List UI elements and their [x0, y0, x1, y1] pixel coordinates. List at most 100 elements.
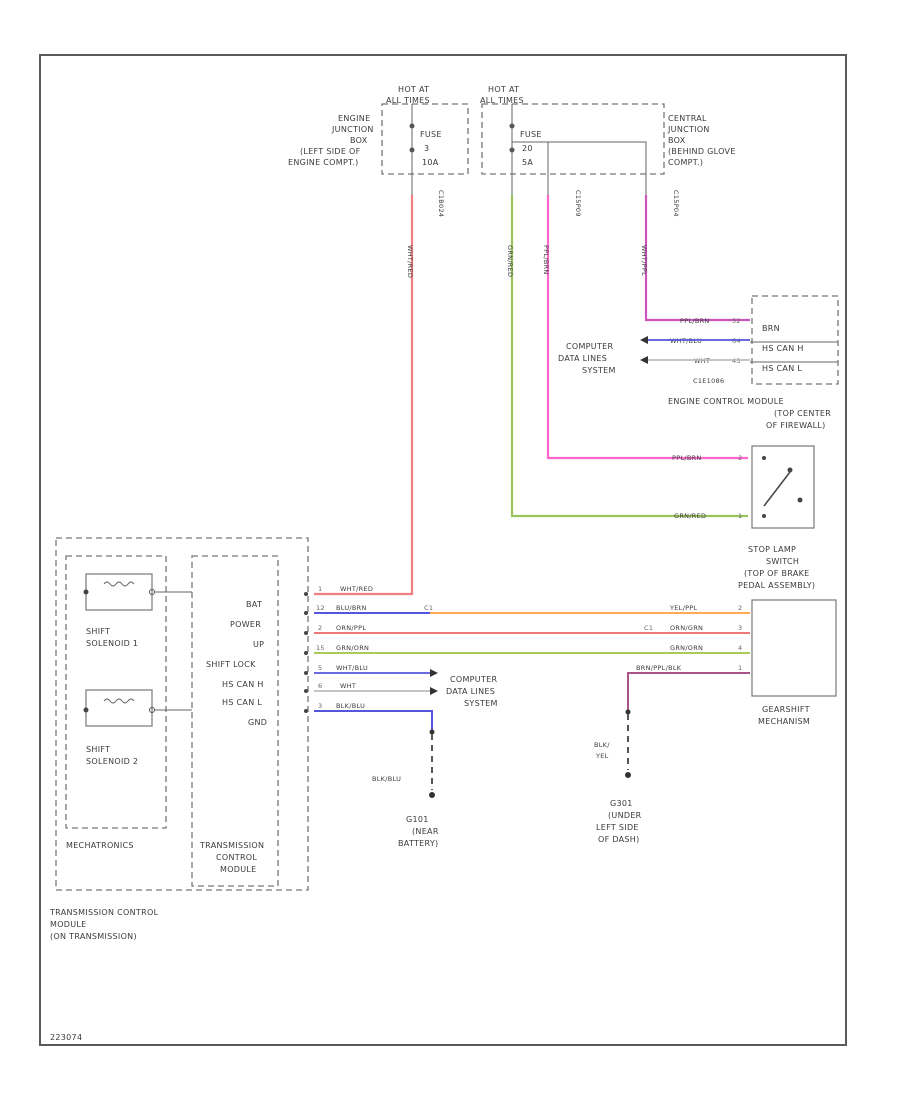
fuse-left-label: FUSE [420, 130, 442, 139]
gearshift-outline [751, 599, 837, 697]
stop-lamp-contact-4 [797, 497, 803, 503]
tcm-pin-num-4: 5 [318, 664, 322, 672]
tcm-wire-label-1: BLU/BRN [336, 604, 367, 612]
tcm-pin-up: UP [253, 640, 264, 649]
cjb-name-0: CENTRAL [668, 114, 707, 123]
wire-label-wht-red: WHT/RED [406, 245, 414, 278]
gearshift-wire-labels: YEL/PPL ORN/GRN GRN/ORN BRN/PPL/BLK 2 3 … [636, 604, 742, 672]
gearshift-wire-label-2: GRN/ORN [670, 644, 703, 652]
ejb-name-3: (LEFT SIDE OF [300, 147, 361, 156]
engine-control-module: BRN HS CAN H HS CAN L PPL/BRN WHT/BLU WH… [558, 295, 839, 430]
shift-solenoid-2-coil-icon [103, 698, 135, 704]
solenoid-2-label-1: SOLENOID 2 [86, 757, 138, 766]
ecm-pin-brn: BRN [762, 324, 780, 333]
tcm-computer-data-0: COMPUTER [450, 675, 498, 684]
tcm-terminal-0 [304, 592, 308, 596]
ecm-arrow-can-l [640, 356, 648, 364]
fuse-left-terminal-top [409, 123, 415, 129]
ground-dash-splice [625, 709, 631, 715]
gearshift-name-1: MECHANISM [758, 717, 810, 726]
tcm-wire-label-3: GRN/ORN [336, 644, 369, 652]
ground-battery: BLK/BLU G101 (NEAR BATTERY) [372, 729, 439, 848]
fuse-right-block: HOT AT ALL TIMES CENTRAL JUNCTION BOX (B… [480, 85, 736, 217]
stop-lamp-pin-1: 1 [738, 512, 742, 520]
ground-dash-wire-1: YEL [595, 752, 609, 760]
fuse-right-hot-at: HOT AT [488, 85, 519, 94]
wire-grn-red-stop-lamp [510, 195, 748, 518]
fuse-left-all-times: ALL TIMES [386, 96, 430, 105]
fuse-left-terminal-bottom [409, 147, 415, 153]
ground-dash-wire-0: BLK/ [594, 741, 610, 749]
wire-label-ppl-brn: PPL/BRN [542, 245, 550, 275]
fuse-right-connector-2: C15P04 [672, 190, 680, 217]
tcm-outer-name-2: (ON TRANSMISSION) [50, 932, 137, 941]
ecm-name-0: ENGINE CONTROL MODULE [668, 397, 784, 406]
fuse-right-label: FUSE [520, 130, 542, 139]
tcm-pin-shift-lock: SHIFT LOCK [206, 660, 256, 669]
wire-brn-ppl-blk [627, 672, 750, 710]
cjb-name-4: COMPT.) [668, 158, 703, 167]
ground-dash-name-3: OF DASH) [598, 835, 640, 844]
fuse-left-number: 3 [424, 144, 429, 153]
ecm-outline [751, 295, 839, 385]
gearshift-wire-label-3: BRN/PPL/BLK [636, 664, 682, 672]
ground-battery-point [429, 792, 435, 798]
gearshift-wire-label-0: YEL/PPL [669, 604, 698, 612]
transmission-control-module: SHIFT SOLENOID 1 SHIFT SOLENOID 2 MECHAT… [49, 537, 653, 941]
tcm-outer-name-1: MODULE [50, 920, 87, 929]
wire-blk-blu-gnd [314, 710, 433, 730]
ground-dash: BLK/ YEL G301 (UNDER LEFT SIDE OF DASH) [594, 709, 641, 844]
gearshift-pin-3: 1 [738, 664, 742, 672]
wire-wht-red-bat [314, 195, 414, 596]
tcm-inner-name-1: CONTROL [216, 853, 257, 862]
ejb-name-2: BOX [350, 136, 368, 145]
stop-lamp-name-1: SWITCH [766, 557, 799, 566]
ecm-computer-data-2: SYSTEM [582, 366, 616, 375]
tcm-terminal-3 [304, 651, 308, 655]
stop-lamp-contact-3 [787, 467, 793, 473]
fuse-right-number: 20 [522, 144, 533, 153]
stop-lamp-outline [751, 445, 815, 529]
tcm-pin-num-1: 12 [316, 604, 325, 612]
gearshift-name-0: GEARSHIFT [762, 705, 810, 714]
wire-ppl-brn-ecm [644, 195, 750, 322]
stop-lamp-contact-2 [762, 514, 766, 518]
solenoid-1-label-0: SHIFT [86, 627, 110, 636]
tcm-arrow-can-h [430, 669, 438, 677]
tcm-terminal-6 [304, 709, 308, 713]
ecm-name-2: OF FIREWALL) [766, 421, 826, 430]
ground-battery-name-2: BATTERY) [398, 839, 438, 848]
central-junction-box-outline [481, 103, 665, 175]
tcm-outer-outline [55, 537, 309, 891]
ecm-wire-label-2: WHT [694, 357, 710, 365]
tcm-pin-bat: BAT [246, 600, 262, 609]
tcm-inner-name-0: TRANSMISSION [199, 841, 264, 850]
diagram-code: 223074 [50, 1033, 82, 1042]
stop-lamp-name-2: (TOP OF BRAKE [744, 569, 810, 578]
cjb-name-3: (BEHIND GLOVE [668, 147, 736, 156]
ground-battery-name-0: G101 [406, 815, 429, 824]
mechatronics-label: MECHATRONICS [66, 841, 134, 850]
fuse-left-hot-at: HOT AT [398, 85, 429, 94]
ecm-wire-label-0: PPL/BRN [680, 317, 710, 325]
tcm-pin-hs-can-h: HS CAN H [222, 680, 264, 689]
ecm-pin-hs-can-h: HS CAN H [762, 344, 804, 353]
tcm-wire-label-6: BLK/BLU [336, 702, 365, 710]
fuse-left-block: HOT AT ALL TIMES ENGINE JUNCTION BOX (LE… [288, 85, 469, 217]
tcm-pin-hs-can-l: HS CAN L [222, 698, 262, 707]
tcm-terminal-5 [304, 689, 308, 693]
fuse-left-connector: C1B024 [437, 190, 445, 217]
ecm-connector: C1E1086 [693, 377, 724, 385]
tcm-pin-num-6: 3 [318, 702, 322, 710]
stop-lamp-wire-label-0: PPL/BRN [672, 454, 702, 462]
tcm-wire-label-5: WHT [340, 682, 356, 690]
ejb-name-0: ENGINE [338, 114, 370, 123]
stop-lamp-contact-1 [762, 456, 766, 460]
mechatronics-outline [65, 555, 167, 829]
wire-ppl-brn-stop-lamp [546, 195, 748, 460]
cjb-name-1: JUNCTION [667, 125, 710, 134]
gearshift-pin-1: 3 [738, 624, 742, 632]
ground-dash-name-0: G301 [610, 799, 633, 808]
ecm-wire-label-1: WHT/BLU [670, 337, 702, 345]
